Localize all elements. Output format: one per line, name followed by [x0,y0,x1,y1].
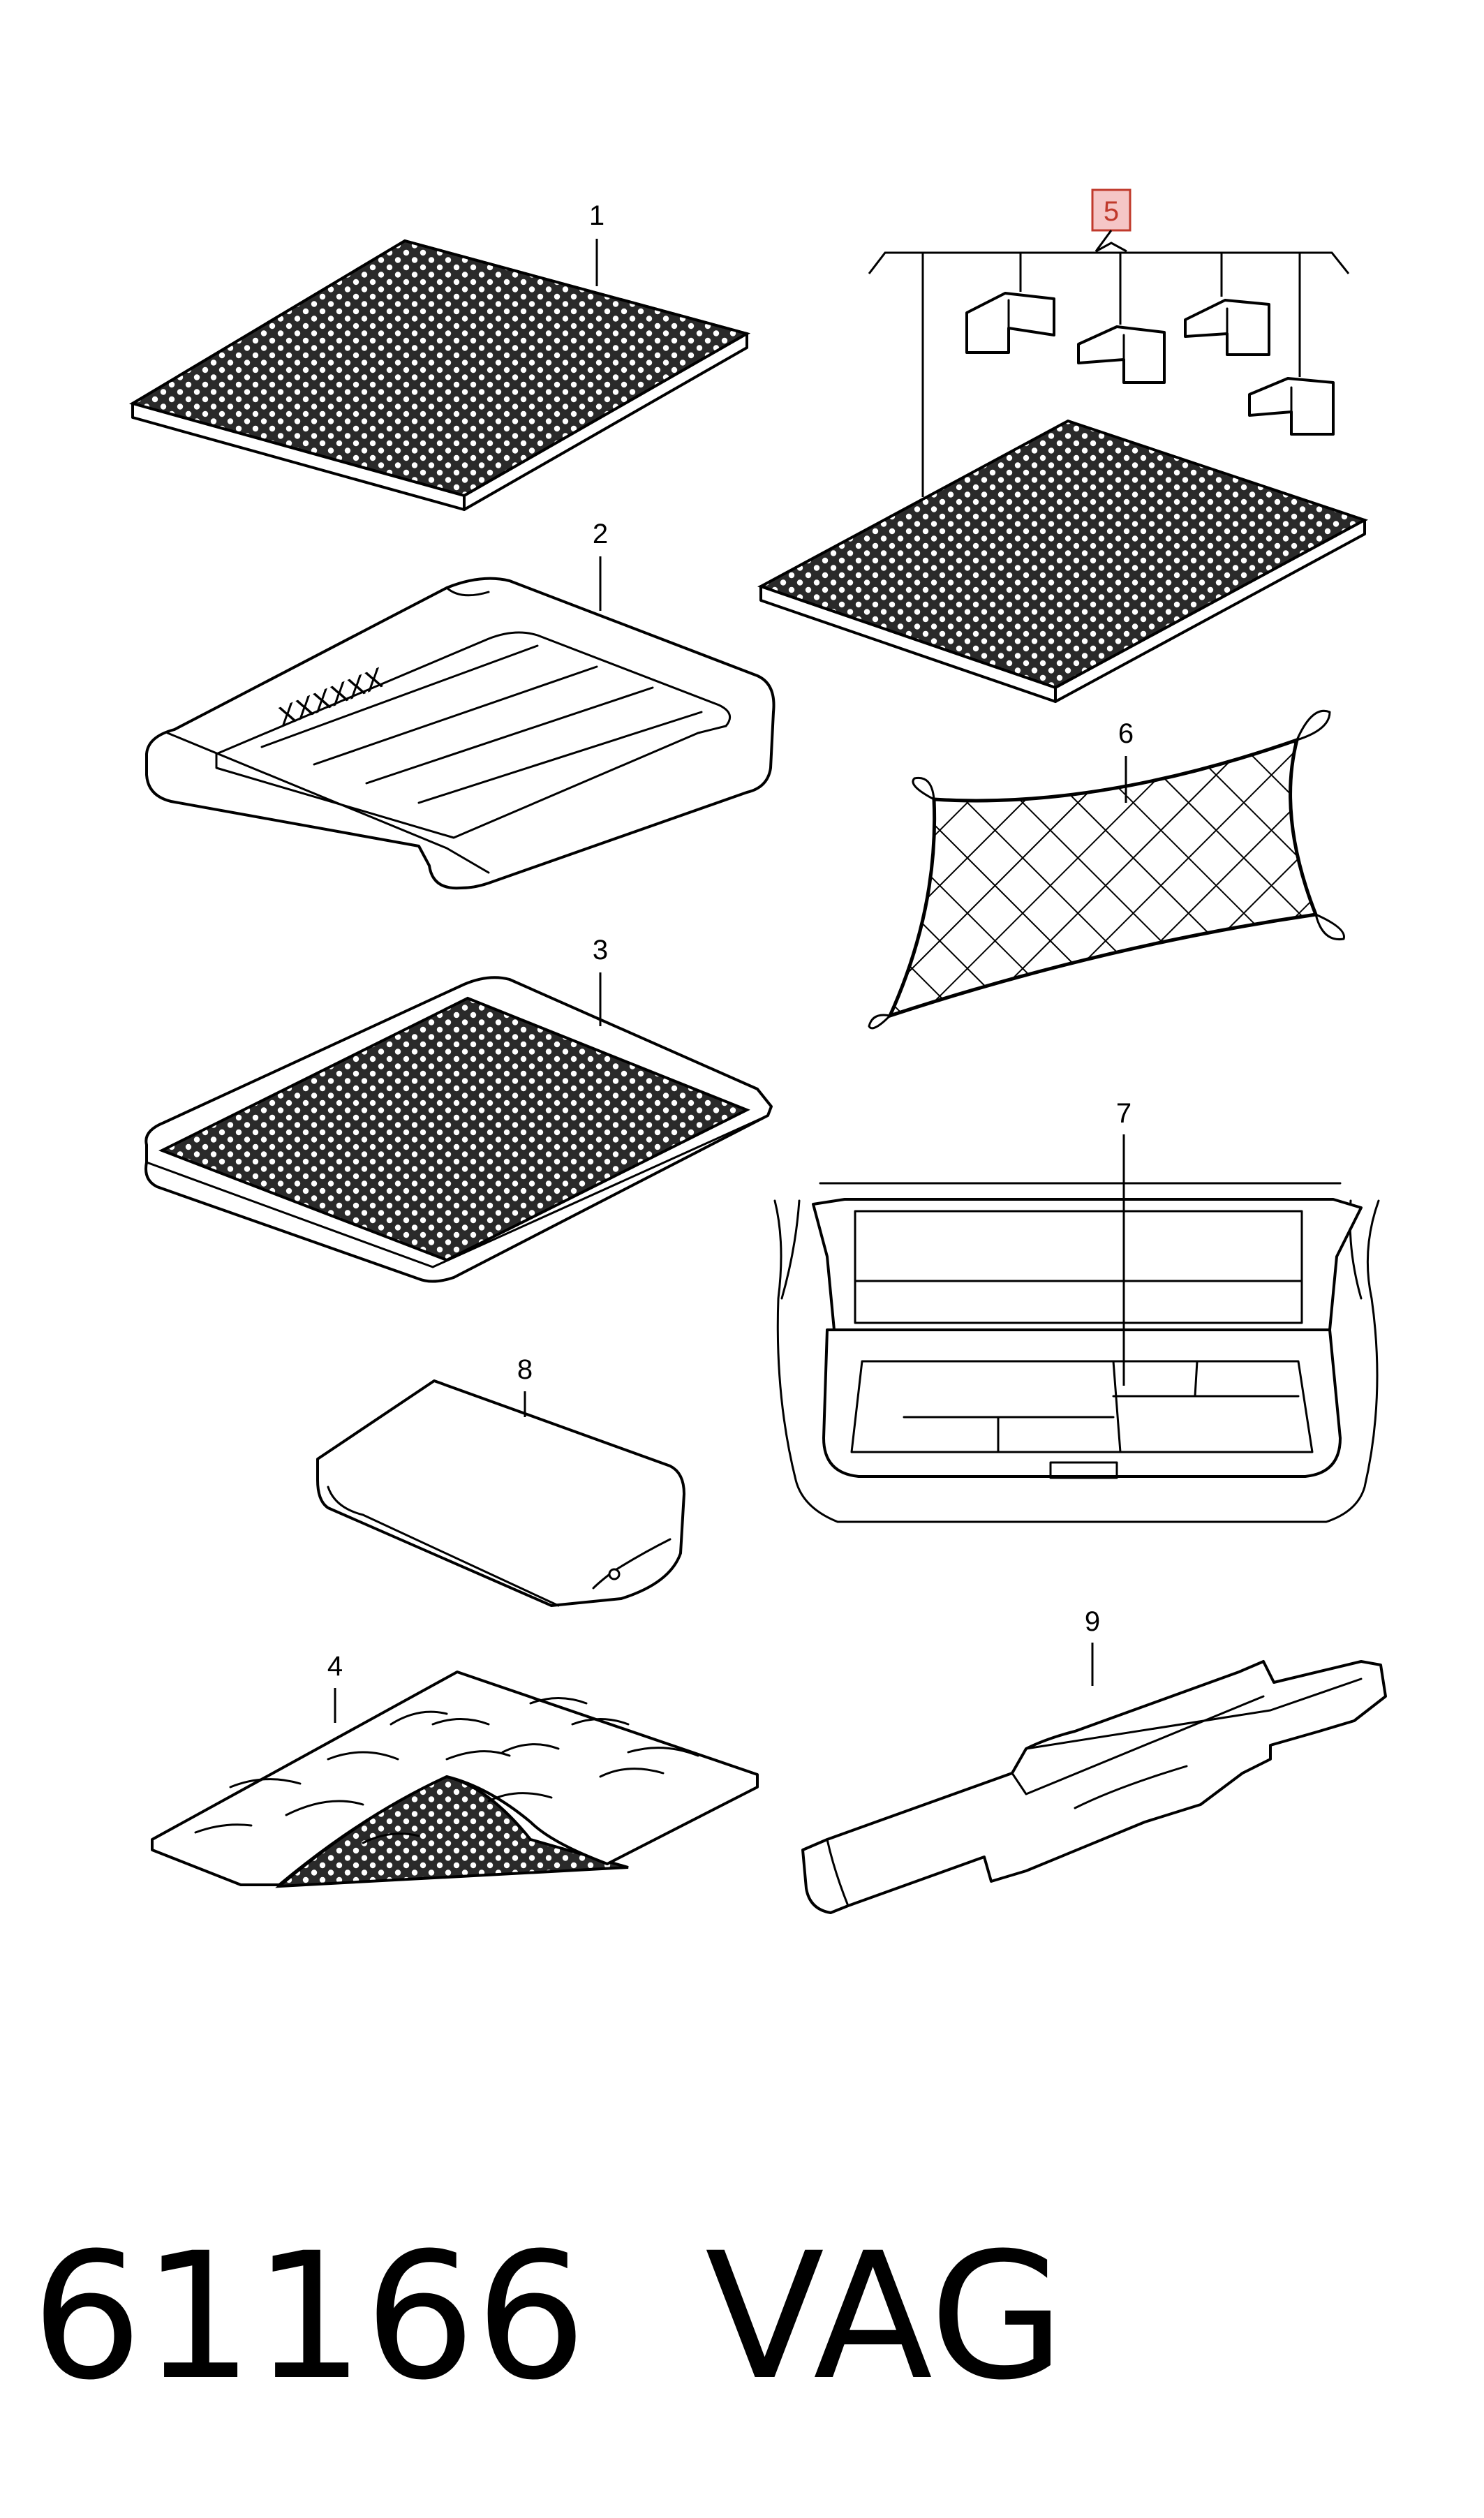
callout-6: 6 [1118,718,1134,749]
part-7-trunk-organizer: 7 [773,1098,1380,1523]
callout-2: 2 [593,519,608,549]
callout-1: 1 [589,200,604,231]
callout-7: 7 [1116,1098,1131,1129]
divider-block-4 [1248,377,1335,436]
callout-4: 4 [327,1651,343,1682]
part-8-storage-bag: 8 [316,1354,685,1607]
footer-brand: VAG [705,2215,1064,2418]
part-9-ski-bag: 9 [801,1606,1387,1914]
part-5-mat-with-dividers: 5 [757,188,1369,703]
divider-block-2 [1077,325,1166,384]
part-1-rubber-mat: 1 [128,200,751,511]
part-2-tray-mat: XXXXXX 2 [145,519,776,890]
divider-block-3 [1184,299,1270,356]
callout-3: 3 [593,935,608,965]
divider-block-1 [965,292,1055,354]
footer-part-number: 61166 [31,2215,586,2418]
callout-5: 5 [1104,196,1119,227]
part-6-cargo-net: 6 [868,710,1345,1030]
part-3-trunk-liner: 3 [144,935,773,1283]
callout-8: 8 [517,1354,533,1385]
callout-9: 9 [1085,1606,1100,1637]
part-4-reversible-mat: 4 [151,1651,759,1888]
